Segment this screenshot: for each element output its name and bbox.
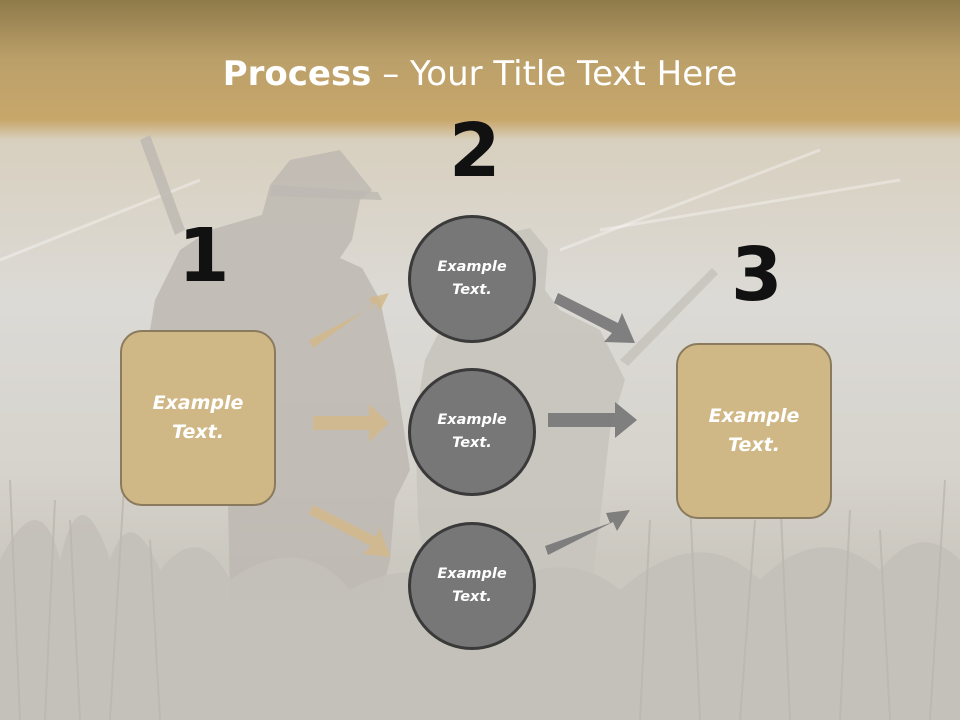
slide-title: Process – Your Title Text Here (0, 52, 960, 96)
step-number-3: 3 (731, 232, 783, 318)
title-bold: Process (222, 54, 372, 94)
arrow-down-right-icon (554, 293, 635, 343)
step-2-circle-2[interactable]: Example Text. (408, 368, 536, 496)
step-2-circle-1[interactable]: Example Text. (408, 215, 536, 343)
step-2-circle-3[interactable]: Example Text. (408, 522, 536, 650)
arrow-right-icon (313, 404, 389, 442)
step-2-circle-text: Example Text. (437, 566, 507, 605)
step-2-circle-text: Example Text. (437, 412, 507, 451)
step-3-text: Example Text. (708, 405, 800, 456)
step-1-box[interactable]: Example Text. (120, 330, 276, 506)
arrow-up-right-icon (545, 510, 630, 555)
step-1-text: Example Text. (152, 392, 244, 443)
arrow-right-icon (548, 402, 637, 438)
step-number-1: 1 (178, 213, 230, 299)
arrow-down-right-icon (309, 505, 391, 557)
arrow-up-right-icon (309, 293, 389, 348)
step-3-box[interactable]: Example Text. (676, 343, 832, 519)
step-2-circle-text: Example Text. (437, 259, 507, 298)
title-rest: – Your Title Text Here (371, 54, 738, 94)
step-number-2: 2 (449, 108, 501, 194)
